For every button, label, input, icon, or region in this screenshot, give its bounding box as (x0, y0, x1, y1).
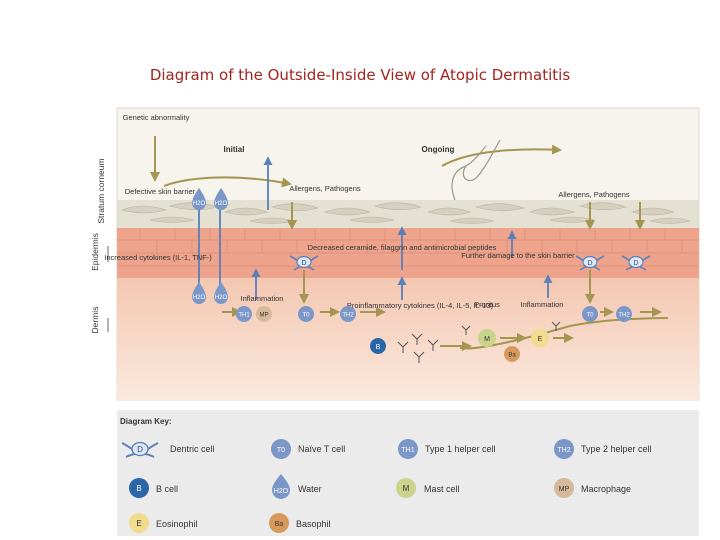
stratum-corneum-label: Stratum corneum (96, 158, 106, 223)
svg-text:B: B (136, 484, 141, 493)
blue-arrows (194, 156, 553, 300)
pruritus-label: Pruritus (474, 300, 500, 309)
key-item-mast-cell: M Mast cell (396, 478, 460, 498)
svg-text:D: D (301, 260, 306, 267)
key-item-type1-helper: TH1 Type 1 helper cell (398, 439, 496, 459)
water-droplet: H2O (214, 188, 228, 210)
genetic-label: Genetic abnormality (123, 113, 190, 122)
key-background (117, 410, 699, 536)
th2-cell: TH2 (616, 306, 632, 322)
diagram-cells: H2O H2O H2O H2O D D D (192, 188, 651, 363)
decreased-label: Decreased ceramide, filaggrin and antimi… (308, 243, 497, 252)
svg-text:TH1: TH1 (238, 313, 250, 319)
diagram-title: Diagram of the Outside-Inside View of At… (149, 66, 571, 84)
epidermis-label: Epidermis (90, 233, 100, 271)
water-droplet: H2O (214, 282, 228, 304)
key-label: Macrophage (581, 484, 631, 494)
eosinophil-cell: E (531, 329, 549, 347)
key-title: Diagram Key: (120, 417, 172, 426)
svg-text:MP: MP (559, 486, 570, 493)
svg-text:MP: MP (260, 313, 269, 319)
key-label: Type 1 helper cell (425, 444, 496, 454)
arrow-initial (163, 176, 292, 188)
inflammation-left-label: Inflammation (241, 294, 284, 303)
key-label: B cell (156, 484, 178, 494)
th1-cell: TH1 (236, 306, 252, 322)
dendritic-cell: D (575, 255, 605, 271)
svg-text:H2O: H2O (193, 201, 206, 207)
dermis-band (117, 278, 699, 400)
svg-text:E: E (136, 519, 141, 528)
key-item-type2-helper: TH2 Type 2 helper cell (554, 439, 652, 459)
svg-text:E: E (538, 336, 543, 343)
key-item-eosinophil: E Eosinophil (129, 513, 198, 533)
svg-text:D: D (587, 260, 592, 267)
key-item-water: H2O Water (272, 474, 322, 499)
key-item-dentric-cell: D Dentric cell (121, 441, 215, 458)
key-label: Eosinophil (156, 519, 198, 529)
svg-text:M: M (403, 484, 410, 493)
initial-label: Initial (224, 145, 245, 154)
svg-text:TH2: TH2 (342, 313, 354, 319)
naive-t-cell: T0 (298, 306, 314, 322)
svg-text:B: B (376, 344, 381, 351)
svg-text:TH2: TH2 (618, 313, 630, 319)
basophil-cell: Ba (504, 346, 520, 362)
svg-text:M: M (484, 336, 490, 343)
hair-strand (451, 139, 501, 201)
svg-text:TH1: TH1 (401, 447, 414, 454)
svg-text:Ba: Ba (275, 521, 284, 528)
arrow-ongoing-top (441, 144, 562, 167)
dermis-label: Dermis (90, 307, 100, 334)
key-label: Type 2 helper cell (581, 444, 652, 454)
mast-cell: M (478, 329, 496, 347)
proinflammatory-label: Proinflammatory cytokines (IL-4, IL-5, I… (347, 301, 494, 310)
increased-label: Increased cytokines (IL-1, TNF-) (104, 253, 212, 262)
svg-text:D: D (633, 260, 638, 267)
key-item-macrophage: MP Macrophage (554, 478, 631, 498)
pathway-arrows (150, 136, 669, 351)
dendritic-cell: D (621, 255, 651, 271)
water-droplet: H2O (192, 282, 206, 304)
key-item-basophil: Ba Basophil (269, 513, 331, 533)
th2-cell: TH2 (340, 306, 356, 322)
stratum-corneum-flakes (121, 202, 692, 224)
dendritic-cell: D (289, 255, 319, 271)
allergens-right-label: Allergens, Pathogens (558, 190, 630, 199)
key-label: Water (298, 484, 322, 494)
svg-text:T0: T0 (277, 447, 285, 454)
svg-text:D: D (137, 445, 143, 454)
key-item-b-cell: B B cell (129, 478, 178, 498)
diagram-key: Diagram Key: D Dentric cell T0 Naïve T c… (117, 410, 699, 536)
macrophage-cell: MP (256, 306, 272, 322)
svg-text:H2O: H2O (274, 488, 289, 495)
skin-panel (116, 107, 700, 401)
b-cell: B (370, 338, 386, 354)
svg-text:Ba: Ba (508, 353, 516, 359)
svg-text:H2O: H2O (215, 295, 228, 301)
antibodies (397, 321, 561, 363)
defective-label: Defective skin barrier (125, 187, 196, 196)
svg-text:H2O: H2O (215, 201, 228, 207)
key-label: Basophil (296, 519, 331, 529)
ongoing-label: Ongoing (422, 145, 455, 154)
svg-text:T0: T0 (302, 313, 310, 319)
svg-text:T0: T0 (586, 313, 594, 319)
key-label: Mast cell (424, 484, 460, 494)
water-droplet: H2O (192, 188, 206, 210)
key-label: Dentric cell (170, 444, 215, 454)
allergens-left-label: Allergens, Pathogens (289, 184, 361, 193)
key-label: Naïve T cell (298, 444, 345, 454)
svg-text:TH2: TH2 (557, 447, 570, 454)
naive-t-cell: T0 (582, 306, 598, 322)
further-label: Further damage to the skin barrier (461, 251, 575, 260)
inflammation-right-label: Inflammation (521, 300, 564, 309)
svg-text:H2O: H2O (193, 295, 206, 301)
arrow-ongoing-loop (459, 317, 669, 350)
key-item-naive-t-cell: T0 Naïve T cell (271, 439, 345, 459)
